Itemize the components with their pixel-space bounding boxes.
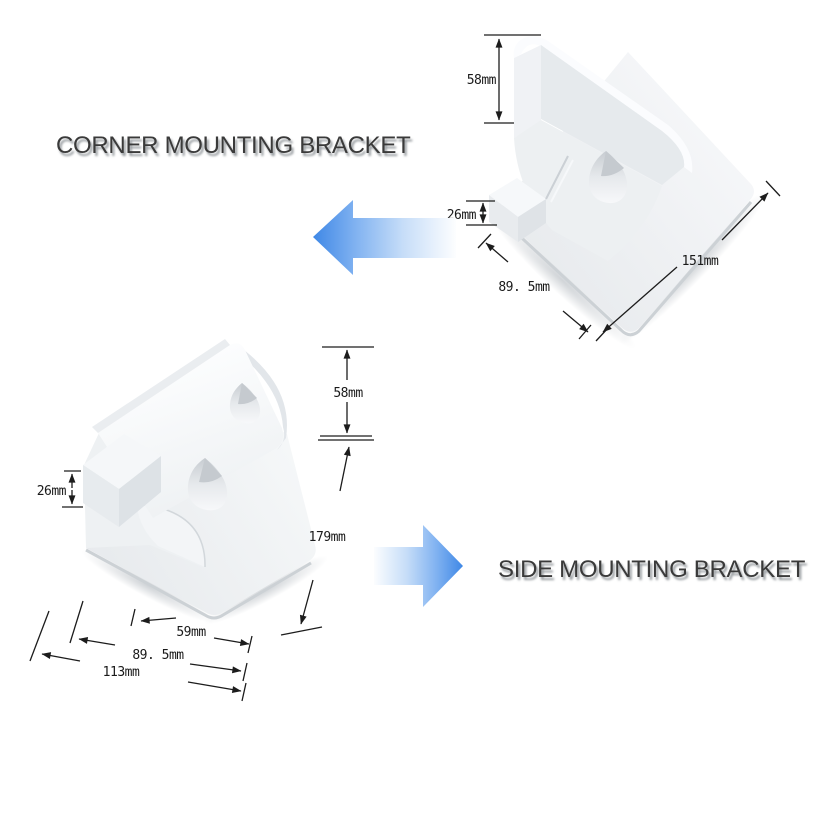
dim-arrow — [339, 446, 351, 492]
side-dim-113mm — [29, 610, 247, 702]
corner-dim-151mm — [595, 180, 781, 342]
tick-line — [242, 662, 248, 682]
gusset-face — [137, 504, 206, 567]
dim-arrow — [562, 310, 589, 333]
base-plate — [86, 424, 316, 615]
corner-bracket-figure — [488, 36, 767, 349]
screw-recess-facet — [199, 458, 222, 483]
side-dim-label-89-5: 89. 5mm — [132, 648, 184, 663]
side-dim-26mm — [62, 470, 83, 508]
plate-edge — [495, 201, 753, 337]
tick-line — [765, 180, 781, 197]
corner-dim-label-89-5: 89. 5mm — [498, 280, 550, 295]
dim-arrow — [299, 579, 314, 625]
arrow-left-icon — [313, 200, 456, 275]
dim-arrow — [721, 192, 769, 241]
corner-dim-label-151: 151mm — [682, 254, 719, 269]
corner-dim-58mm — [484, 34, 541, 124]
side-dim-label-113: 113mm — [103, 665, 140, 680]
dim-arrow — [187, 681, 242, 693]
side-dim-58mm — [318, 346, 374, 441]
screw-recess-facet — [601, 151, 624, 177]
wall-left-face — [514, 45, 541, 138]
side-dim-label-26: 26mm — [37, 484, 67, 499]
tick-line — [247, 635, 253, 654]
side-bracket-figure — [81, 339, 329, 625]
tick-line — [29, 610, 50, 662]
side-dim-label-58: 58mm — [333, 386, 363, 401]
side-bracket-title: SIDE MOUNTING BRACKET — [498, 556, 806, 583]
dim-arrow — [41, 652, 81, 662]
tick-line — [578, 324, 592, 340]
wall-end-cap — [233, 344, 287, 450]
corner-dimensions — [466, 34, 781, 342]
side-dim-89-5mm — [69, 600, 248, 682]
dim-arrow — [485, 242, 509, 263]
side-dimensions — [29, 346, 374, 702]
dim-arrow — [213, 637, 250, 646]
side-dim-59mm — [130, 608, 253, 654]
side-dim-label-179: 179mm — [309, 530, 346, 545]
plate-edge — [85, 548, 312, 620]
dim-arrow — [602, 266, 678, 333]
soft-shadow — [488, 211, 636, 349]
tick-line — [241, 682, 247, 702]
gusset-face — [514, 120, 662, 261]
step-top-face — [489, 178, 546, 217]
tick-line — [69, 600, 84, 644]
corner-bracket-title: CORNER MOUNTING BRACKET — [56, 132, 411, 159]
corner-dim-89-5mm — [477, 233, 592, 340]
corner-dim-label-58: 58mm — [467, 73, 497, 88]
step-side-face — [518, 199, 546, 242]
foot-front-face — [119, 456, 161, 527]
foot-left-face — [83, 465, 119, 527]
dim-arrow — [140, 616, 177, 624]
side-dim-179mm — [280, 446, 351, 636]
tick-line — [477, 233, 492, 249]
dim-arrow — [189, 663, 242, 674]
notch-highlight — [550, 159, 574, 203]
foot-top-face — [83, 434, 161, 489]
side-dim-label-59: 59mm — [176, 625, 206, 640]
extension-line — [280, 626, 323, 636]
corner-dim-26mm — [466, 200, 497, 226]
soft-shadow — [81, 549, 215, 623]
screw-recess-facet — [238, 383, 257, 405]
dim-arrow — [78, 637, 116, 646]
tick-line — [130, 608, 136, 627]
wall-right-face — [541, 45, 685, 185]
step-front-face — [489, 195, 518, 242]
notch-line — [545, 155, 569, 200]
wall-ridge — [92, 339, 230, 433]
arrow-right-icon — [374, 525, 463, 607]
